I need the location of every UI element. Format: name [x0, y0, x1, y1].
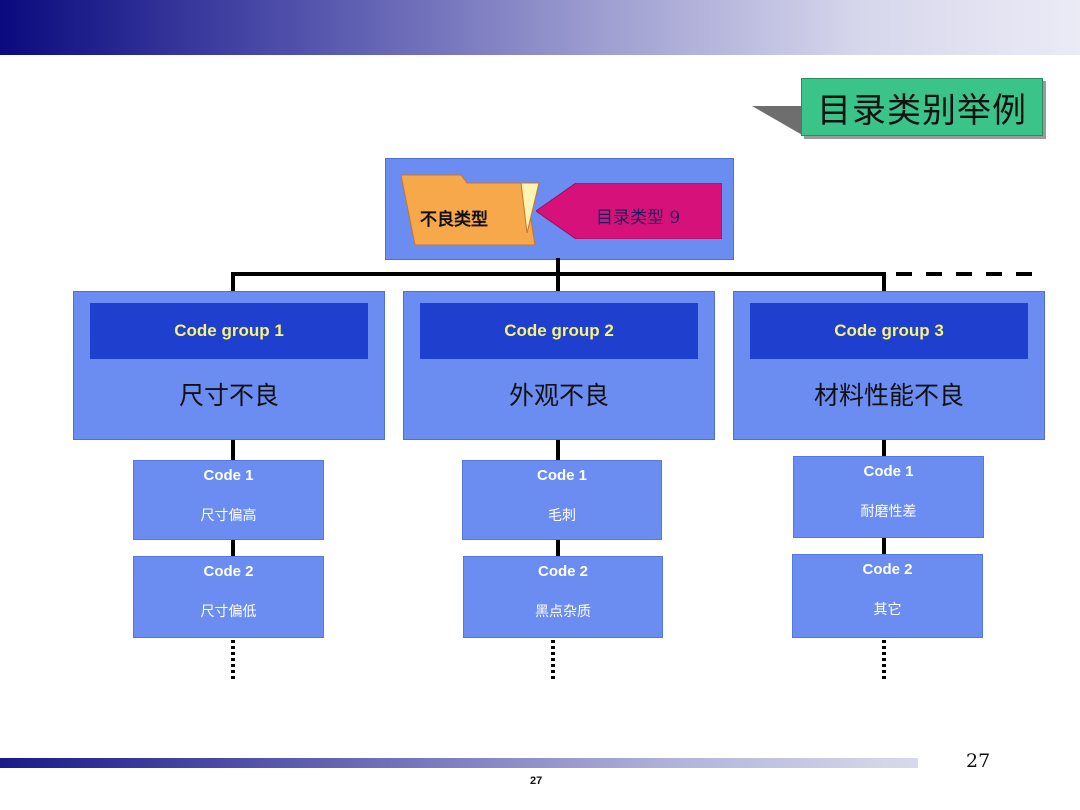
title-wedge-shape	[752, 106, 804, 136]
catalog-type-panel: 不良类型 目录类型 9	[385, 158, 734, 260]
code-group-3: Code group 3 材料性能不良	[733, 291, 1045, 440]
code-box: Code 2 尺寸偏低	[133, 556, 324, 638]
code-group-2: Code group 2 外观不良	[403, 291, 715, 440]
arrow-pointer-shape	[536, 183, 722, 239]
page-number: 27	[966, 750, 991, 772]
code-description: 尺寸偏高	[200, 508, 257, 524]
folder-label: 不良类型	[420, 210, 488, 230]
footer-page-number: 27	[530, 775, 543, 787]
folder-icon	[401, 174, 540, 245]
code-title: Code 2	[203, 563, 254, 580]
code-group-header: Code group 2	[420, 303, 698, 359]
code-description: 尺寸偏低	[200, 604, 257, 620]
code-group-header: Code group 1	[90, 303, 368, 359]
slide-title: 目录类别举例	[801, 78, 1043, 136]
code-group-name: 尺寸不良	[178, 381, 279, 410]
code-box: Code 1 毛刺	[462, 460, 662, 540]
code-box: Code 1 尺寸偏高	[133, 460, 324, 540]
code-box: Code 1 耐磨性差	[793, 456, 984, 538]
code-group-1: Code group 1 尺寸不良	[73, 291, 385, 440]
code-group-name: 外观不良	[508, 381, 609, 410]
code-description: 其它	[873, 602, 902, 618]
code-box: Code 2 黑点杂质	[463, 556, 663, 638]
bottom-gradient-band	[0, 758, 918, 768]
catalog-type-label: 目录类型 9	[596, 208, 681, 228]
code-title: Code 2	[537, 563, 588, 580]
code-title: Code 1	[536, 467, 587, 484]
code-description: 毛刺	[548, 508, 576, 524]
code-title: Code 2	[862, 561, 913, 578]
code-description: 黑点杂质	[535, 604, 591, 620]
code-title: Code 1	[863, 463, 914, 480]
code-group-header: Code group 3	[750, 303, 1028, 359]
code-group-name: 材料性能不良	[813, 381, 964, 410]
code-box: Code 2 其它	[792, 554, 983, 638]
top-gradient-band	[0, 0, 1080, 55]
code-description: 耐磨性差	[860, 504, 917, 520]
code-title: Code 1	[203, 467, 254, 484]
